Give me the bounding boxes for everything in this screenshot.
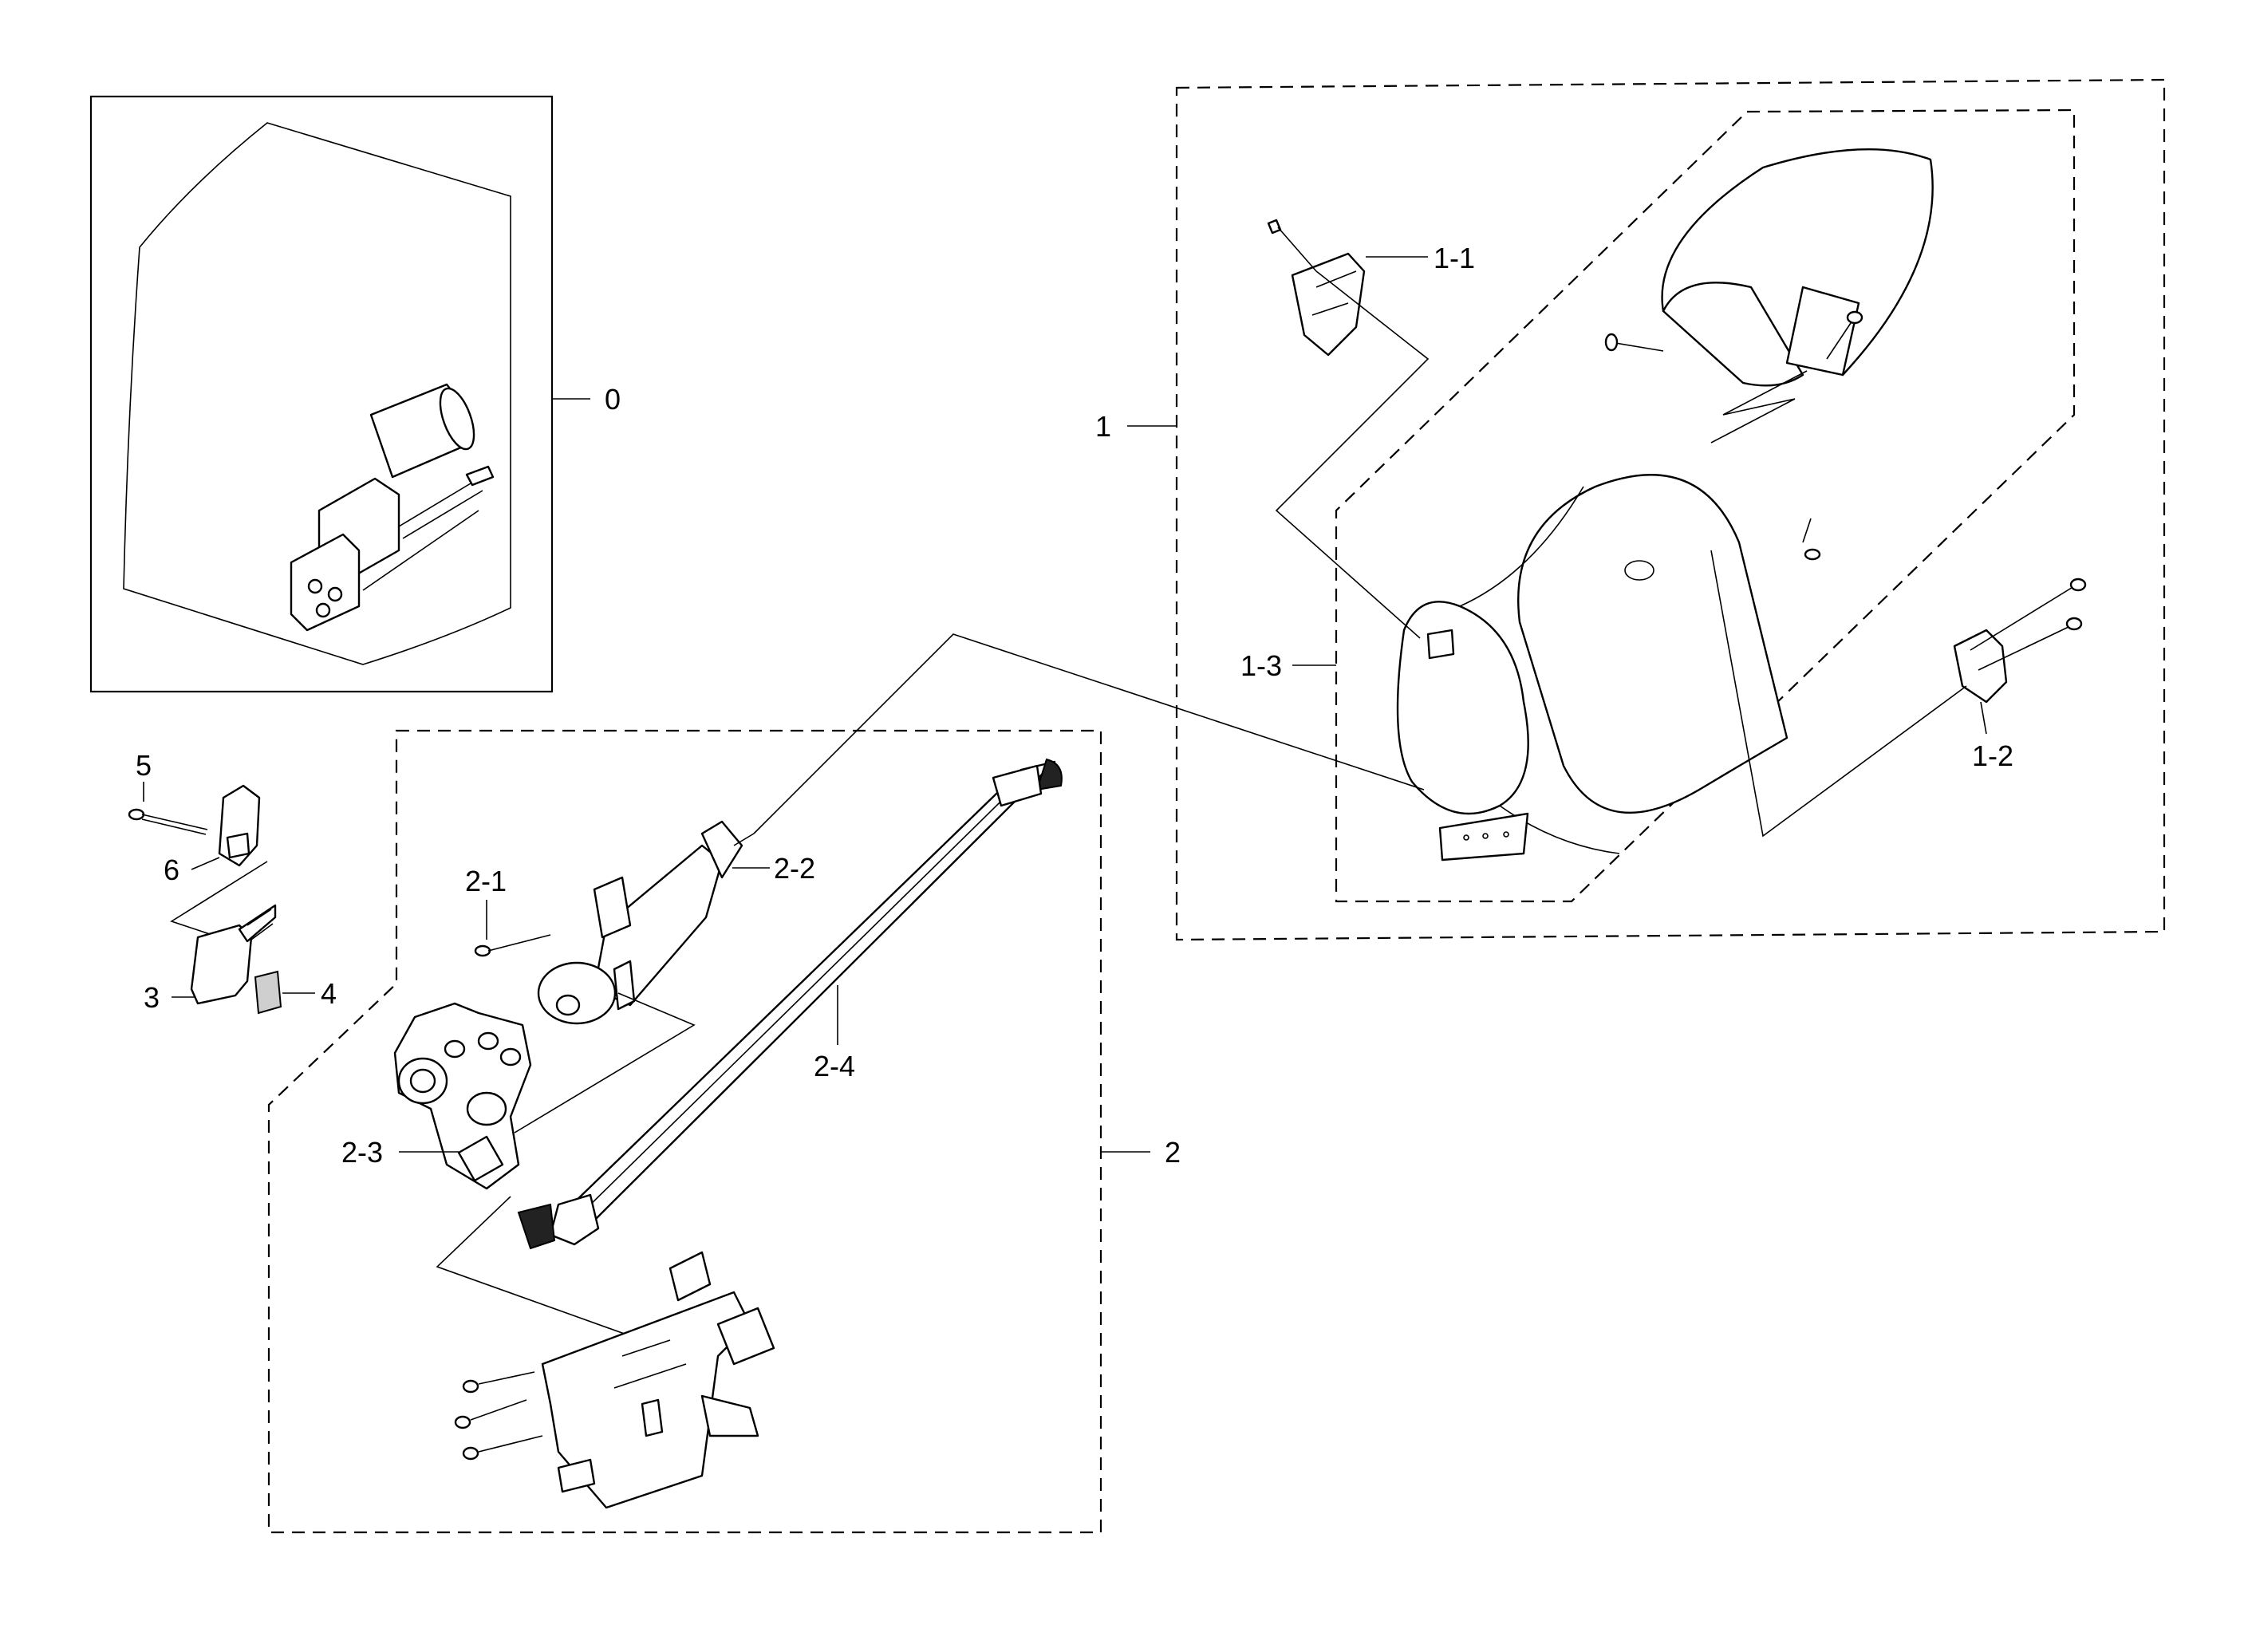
part-2-2-burner: 2-2 — [514, 820, 815, 1134]
part-6-bracket: 6 — [164, 784, 261, 886]
assembly-0-outline — [123, 122, 511, 665]
burner-mounting-bracket — [454, 1251, 775, 1509]
part-4-filter: 4 — [254, 970, 337, 1015]
callout-0: 0 — [605, 383, 621, 416]
part-1-3-upper-drum — [1661, 148, 1934, 444]
callout-2: 2 — [1165, 1136, 1181, 1169]
callout-1-2: 1-2 — [1972, 739, 2013, 772]
callout-2-2: 2-2 — [774, 852, 815, 885]
part-2-3-valve: 2-3 — [341, 1002, 532, 1190]
callout-2-4: 2-4 — [814, 1050, 855, 1082]
callout-1-3: 1-3 — [1240, 649, 1282, 682]
leader-2-2-to-1-3 — [753, 633, 1425, 834]
part-5-screw: 5 — [128, 749, 208, 835]
loose-parts-group: 5 6 3 4 — [128, 749, 337, 1015]
assembly-0-group: 0 — [89, 95, 621, 693]
part-3-housing: 3 — [144, 861, 277, 1014]
callout-1: 1 — [1095, 410, 1111, 443]
callout-3: 3 — [144, 981, 160, 1014]
drum-screws — [1604, 310, 1863, 561]
callout-1-1: 1-1 — [1434, 242, 1475, 274]
part-1-3-drum — [1396, 474, 1789, 861]
assembly-1-3-subframe — [1335, 108, 2076, 903]
part-0-component — [290, 383, 495, 632]
assembly-1-group: 1 — [1095, 78, 2166, 941]
callout-5: 5 — [136, 749, 152, 782]
part-2-4-tube: 2-4 — [436, 758, 1063, 1341]
assembly-2-group: 2 2-1 2-2 — [267, 729, 1181, 1534]
callout-2-1: 2-1 — [465, 865, 507, 897]
part-1-2-clip: 1-2 — [1710, 550, 2087, 838]
assembly-0-frame — [89, 95, 554, 693]
assembly-1-frame — [1175, 78, 2166, 941]
part-2-1-screw: 2-1 — [465, 865, 551, 957]
callout-6: 6 — [164, 854, 179, 886]
part-1-1-bracket: 1-1 — [1267, 219, 1475, 639]
callout-2-3: 2-3 — [341, 1136, 383, 1169]
callout-4: 4 — [321, 977, 337, 1010]
